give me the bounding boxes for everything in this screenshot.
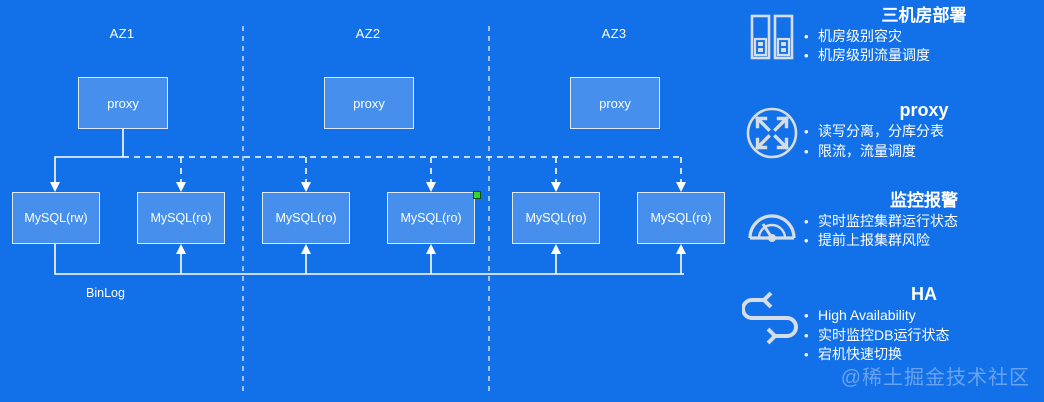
read-arrowhead-4	[426, 182, 436, 192]
mysql-node-ro-1[interactable]: MySQL(ro)	[137, 192, 225, 244]
legend-panel: 三机房部署 • 机房级别容灾 • 机房级别流量调度	[740, 0, 1044, 402]
binlog-arrowhead-4	[426, 244, 436, 254]
bullet-dot-icon: •	[804, 327, 809, 343]
legend-bullets-proxy: • 读写分离，分库分表 • 限流，流量调度	[804, 122, 1044, 162]
legend-bullets-deployment: • 机房级别容灾 • 机房级别流量调度	[804, 27, 1044, 67]
binlog-bus-solid	[54, 244, 684, 275]
read-drop-dashed-group	[180, 157, 682, 184]
bullet-text: 限流，流量调度	[818, 142, 916, 159]
mysql-node-ro-3[interactable]: MySQL(ro)	[387, 192, 475, 244]
az-label-1: AZ1	[109, 26, 135, 41]
read-arrowhead-6	[676, 182, 686, 192]
legend-section-proxy: proxy • 读写分离，分库分表 • 限流，流量调度	[740, 100, 1044, 161]
bullet-dot-icon: •	[804, 347, 809, 363]
bullet-text: 提前上报集群风险	[818, 232, 930, 249]
legend-bullet: • 宕机快速切换	[804, 345, 1044, 365]
bullet-text: High Availability	[818, 306, 916, 323]
bullet-dot-icon: •	[804, 28, 809, 44]
legend-body-deployment: 三机房部署 • 机房级别容灾 • 机房级别流量调度	[804, 6, 1044, 66]
binlog-arrowhead-6	[676, 244, 686, 254]
proxy-arrows-icon	[740, 100, 804, 160]
bullet-dot-icon: •	[804, 123, 809, 139]
bullet-text: 实时监控DB运行状态	[818, 326, 950, 343]
legend-title-monitoring: 监控报警	[890, 191, 958, 210]
bullet-dot-icon: •	[804, 143, 809, 159]
legend-bullet: • 机房级别容灾	[804, 27, 1044, 47]
legend-bullet: • 限流，流量调度	[804, 142, 1044, 162]
legend-section-ha: HA • High Availability • 实时监控DB运行状态 • 宕机…	[740, 284, 1044, 365]
legend-bullet: • 实时监控DB运行状态	[804, 326, 1044, 346]
bullet-dot-icon: •	[804, 213, 809, 229]
legend-bullet: • 实时监控集群运行状态	[804, 212, 1044, 232]
mysql-node-ro-5[interactable]: MySQL(ro)	[637, 192, 725, 244]
bullet-text: 实时监控集群运行状态	[818, 212, 958, 229]
bullet-text: 机房级别流量调度	[818, 47, 930, 64]
selection-handle-marker[interactable]	[473, 191, 481, 199]
mysql-node-ro-4[interactable]: MySQL(ro)	[512, 192, 600, 244]
mysql-node-ro-2[interactable]: MySQL(ro)	[262, 192, 350, 244]
swap-arrows-icon	[740, 284, 804, 352]
legend-bullet: • High Availability	[804, 306, 1044, 326]
binlog-arrowheads	[176, 244, 686, 254]
write-path-solid	[54, 156, 123, 185]
bullet-dot-icon: •	[804, 307, 809, 323]
read-arrowhead-5	[551, 182, 561, 192]
legend-title-ha: HA	[911, 284, 937, 304]
legend-title-proxy: proxy	[899, 100, 949, 120]
diagram-connectors	[50, 26, 686, 396]
legend-title-deployment: 三机房部署	[881, 6, 967, 25]
legend-body-ha: HA • High Availability • 实时监控DB运行状态 • 宕机…	[804, 284, 1044, 365]
bullet-text: 机房级别容灾	[818, 27, 902, 44]
bullet-text: 读写分离，分库分表	[818, 122, 944, 139]
az-label-2: AZ2	[355, 26, 381, 41]
bullet-dot-icon: •	[804, 48, 809, 64]
legend-section-monitoring: 监控报警 • 实时监控集群运行状态 • 提前上报集群风险	[740, 191, 1044, 251]
legend-bullets-ha: • High Availability • 实时监控DB运行状态 • 宕机快速切…	[804, 306, 1044, 366]
mysql-node-rw[interactable]: MySQL(rw)	[12, 192, 100, 244]
read-arrowhead-2	[176, 182, 186, 192]
legend-bullet: • 机房级别流量调度	[804, 46, 1044, 66]
read-arrowhead-3	[301, 182, 311, 192]
binlog-arrowhead-2	[176, 244, 186, 254]
binlog-arrowhead-5	[551, 244, 561, 254]
proxy-node-az1[interactable]: proxy	[78, 77, 168, 129]
bullet-dot-icon: •	[804, 233, 809, 249]
proxy-node-az2[interactable]: proxy	[324, 77, 414, 129]
binlog-arrowhead-3	[301, 244, 311, 254]
proxy-node-az3[interactable]: proxy	[570, 77, 660, 129]
legend-body-monitoring: 监控报警 • 实时监控集群运行状态 • 提前上报集群风险	[804, 191, 1044, 251]
bullet-text: 宕机快速切换	[818, 346, 902, 363]
legend-bullet: • 读写分离，分库分表	[804, 122, 1044, 142]
server-rack-icon	[740, 6, 804, 62]
binlog-label: BinLog	[86, 286, 125, 300]
read-arrowheads	[176, 182, 686, 192]
write-arrowhead	[50, 182, 60, 192]
architecture-diagram: AZ1 AZ2 AZ3 proxy proxy proxy MySQL(rw) …	[12, 26, 725, 396]
legend-bullets-monitoring: • 实时监控集群运行状态 • 提前上报集群风险	[804, 212, 1044, 252]
legend-bullet: • 提前上报集群风险	[804, 231, 1044, 251]
legend-body-proxy: proxy • 读写分离，分库分表 • 限流，流量调度	[804, 100, 1044, 161]
legend-section-deployment: 三机房部署 • 机房级别容灾 • 机房级别流量调度	[740, 6, 1044, 66]
gauge-icon	[740, 191, 804, 247]
binlog-riser-group	[180, 252, 682, 274]
az-label-3: AZ3	[601, 26, 627, 41]
